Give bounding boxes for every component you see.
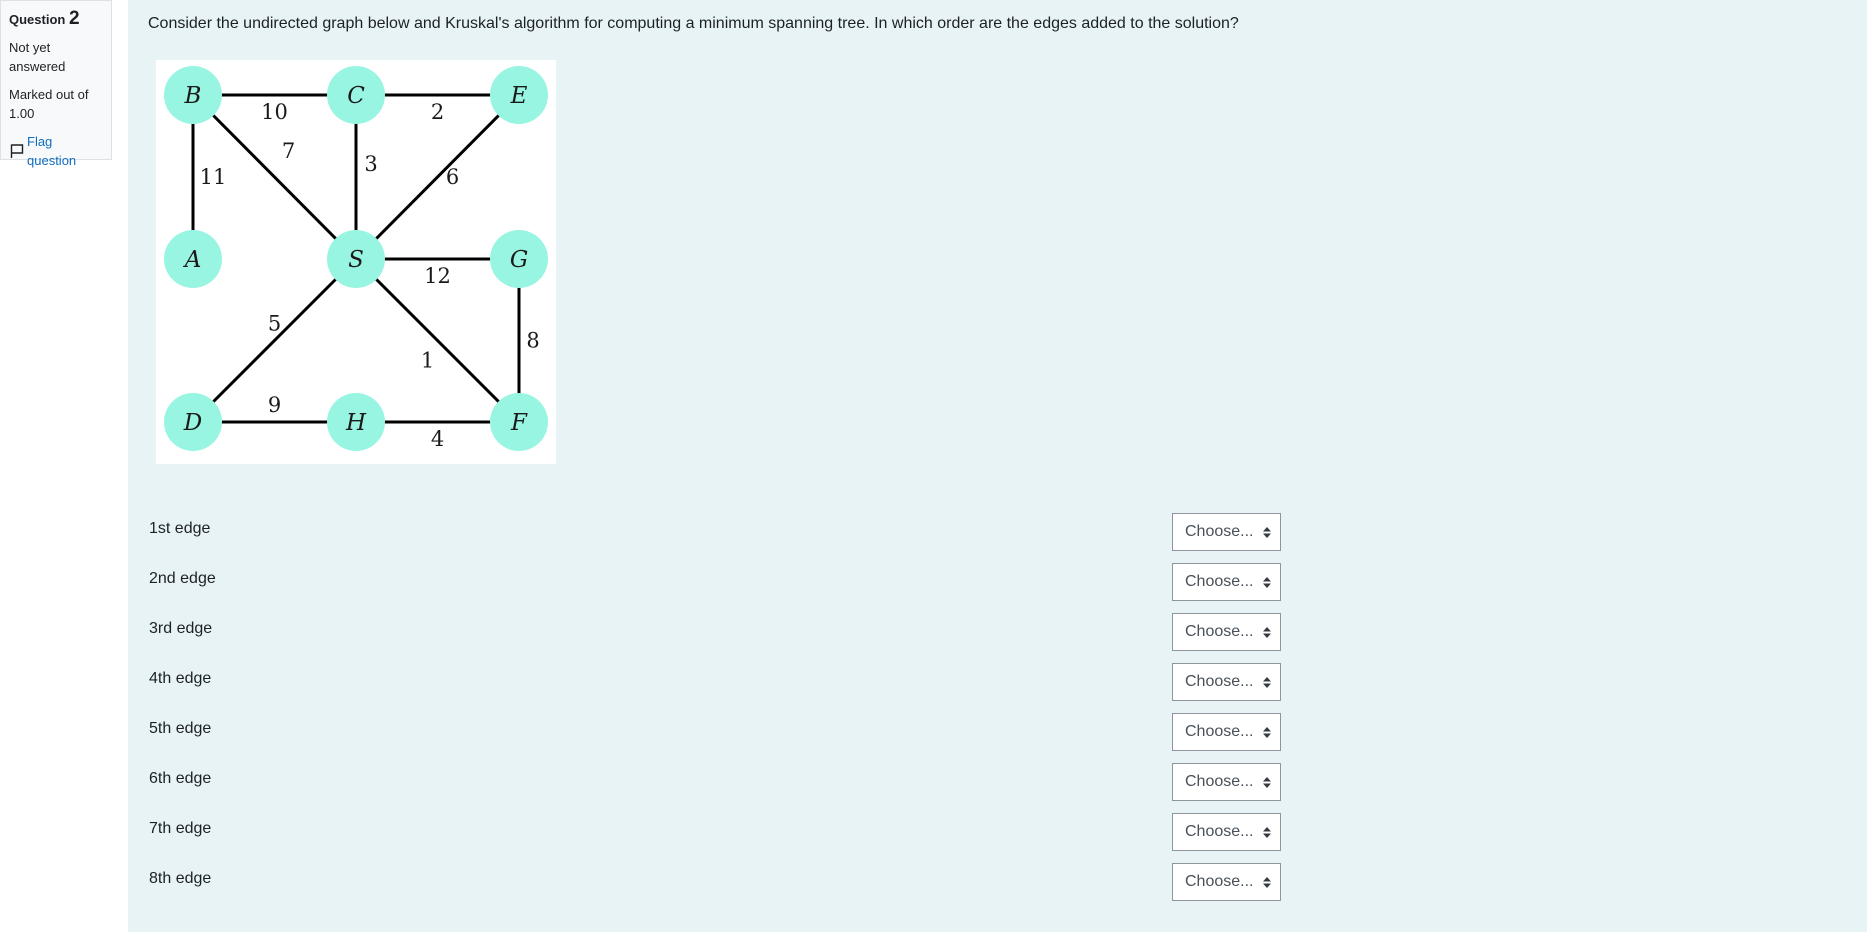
- edge-weight-H-F: 4: [431, 427, 444, 451]
- answer-label: 2nd edge: [149, 570, 216, 587]
- edge-select-value: Choose...: [1185, 823, 1254, 840]
- edge-weight-B-A: 11: [200, 165, 227, 189]
- edge-select-value: Choose...: [1185, 573, 1254, 590]
- sort-arrows-icon: [1258, 626, 1276, 638]
- flag-icon: [10, 144, 24, 158]
- question-heading: Question 2: [9, 9, 103, 29]
- answer-row: 2nd edge Choose...: [128, 563, 1408, 608]
- node-S: [327, 230, 385, 288]
- node-label-B: B: [184, 83, 202, 109]
- status-line-1: Not yet: [9, 40, 51, 55]
- edge-weight-C-E: 2: [431, 100, 444, 124]
- edge-select[interactable]: Choose...: [1172, 613, 1281, 651]
- node-label-D: D: [183, 410, 202, 436]
- answer-row: 3rd edge Choose...: [128, 613, 1408, 658]
- edge-weight-D-H: 9: [268, 393, 281, 417]
- graph-image: 10 2 11 7 3 6 12 8 5 1 9 4 B C E A S G D H F: [156, 60, 556, 464]
- edge-weight-E-S: 6: [446, 165, 459, 189]
- edge-select[interactable]: Choose...: [1172, 713, 1281, 751]
- edge-select[interactable]: Choose...: [1172, 513, 1281, 551]
- question-status: Not yet answered: [9, 38, 103, 76]
- answer-row: 6th edge Choose...: [128, 763, 1408, 808]
- answer-row: 1st edge Choose...: [128, 513, 1408, 558]
- node-B: [164, 66, 222, 124]
- node-E: [490, 66, 548, 124]
- marked-line-1: Marked out of: [9, 87, 89, 102]
- edge-weight-B-S: 7: [282, 139, 295, 163]
- node-label-C: C: [347, 83, 365, 109]
- edge-S-D: [191, 257, 358, 424]
- answer-label: 6th edge: [149, 770, 212, 787]
- edge-E-S: [354, 93, 521, 261]
- edge-select-value: Choose...: [1185, 623, 1254, 640]
- answer-row: 4th edge Choose...: [128, 663, 1408, 708]
- question-grade: Marked out of 1.00: [9, 85, 103, 123]
- node-label-H: H: [345, 410, 367, 436]
- graph-svg: 10 2 11 7 3 6 12 8 5 1 9 4 B C E A S G D H F: [164, 66, 548, 451]
- edge-weight-G-F: 8: [526, 329, 539, 353]
- flag-question-label[interactable]: Flag question: [27, 134, 77, 168]
- node-H: [327, 393, 385, 451]
- node-G: [490, 230, 548, 288]
- node-D: [164, 393, 222, 451]
- edge-S-F: [354, 257, 521, 424]
- answer-label: 8th edge: [149, 870, 212, 887]
- sort-arrows-icon: [1258, 876, 1276, 888]
- answer-label: 4th edge: [149, 670, 212, 687]
- answer-label: 3rd edge: [149, 620, 213, 637]
- edge-weight-S-F: 1: [421, 349, 434, 373]
- edge-select-value: Choose...: [1185, 673, 1254, 690]
- question-info-panel: Question 2 Not yet answered Marked out o…: [0, 0, 112, 168]
- answer-row: 8th edge Choose...: [128, 863, 1408, 908]
- node-label-E: E: [510, 83, 528, 109]
- edge-select[interactable]: Choose...: [1172, 563, 1281, 601]
- answer-label: 5th edge: [149, 720, 212, 737]
- edge-select[interactable]: Choose...: [1172, 663, 1281, 701]
- edge-weight-B-C: 10: [261, 100, 288, 124]
- question-content: Consider the undirected graph below and …: [128, 0, 1867, 932]
- flag-question-link[interactable]: Flag question: [9, 132, 103, 170]
- marked-line-2: 1.00: [9, 106, 35, 121]
- sort-arrows-icon: [1258, 526, 1276, 538]
- node-A: [164, 230, 222, 288]
- node-C: [327, 66, 385, 124]
- edge-select[interactable]: Choose...: [1172, 763, 1281, 801]
- edge-select-value: Choose...: [1185, 723, 1254, 740]
- edge-weight-S-D: 5: [268, 312, 281, 336]
- node-label-A: A: [183, 247, 202, 273]
- edge-select[interactable]: Choose...: [1172, 813, 1281, 851]
- edge-select-value: Choose...: [1185, 523, 1254, 540]
- edge-select[interactable]: Choose...: [1172, 863, 1281, 901]
- edge-weight-S-G: 12: [424, 264, 451, 288]
- sort-arrows-icon: [1258, 776, 1276, 788]
- edge-select-value: Choose...: [1185, 873, 1254, 890]
- edge-weight-C-S: 3: [364, 152, 377, 176]
- sort-arrows-icon: [1258, 726, 1276, 738]
- answer-row: 7th edge Choose...: [128, 813, 1408, 858]
- node-label-S: S: [348, 247, 364, 273]
- sort-arrows-icon: [1258, 676, 1276, 688]
- node-label-F: F: [510, 410, 528, 436]
- question-word: Question: [9, 12, 66, 27]
- question-number: 2: [68, 8, 80, 29]
- answer-row: 5th edge Choose...: [128, 713, 1408, 758]
- status-line-2: answered: [9, 59, 66, 74]
- answer-label: 1st edge: [149, 520, 211, 537]
- edge-B-S: [191, 93, 358, 261]
- node-label-G: G: [510, 247, 528, 273]
- sort-arrows-icon: [1258, 576, 1276, 588]
- question-text: Consider the undirected graph below and …: [148, 15, 1239, 32]
- node-F: [490, 393, 548, 451]
- edge-select-value: Choose...: [1185, 773, 1254, 790]
- sort-arrows-icon: [1258, 826, 1276, 838]
- answer-label: 7th edge: [149, 820, 212, 837]
